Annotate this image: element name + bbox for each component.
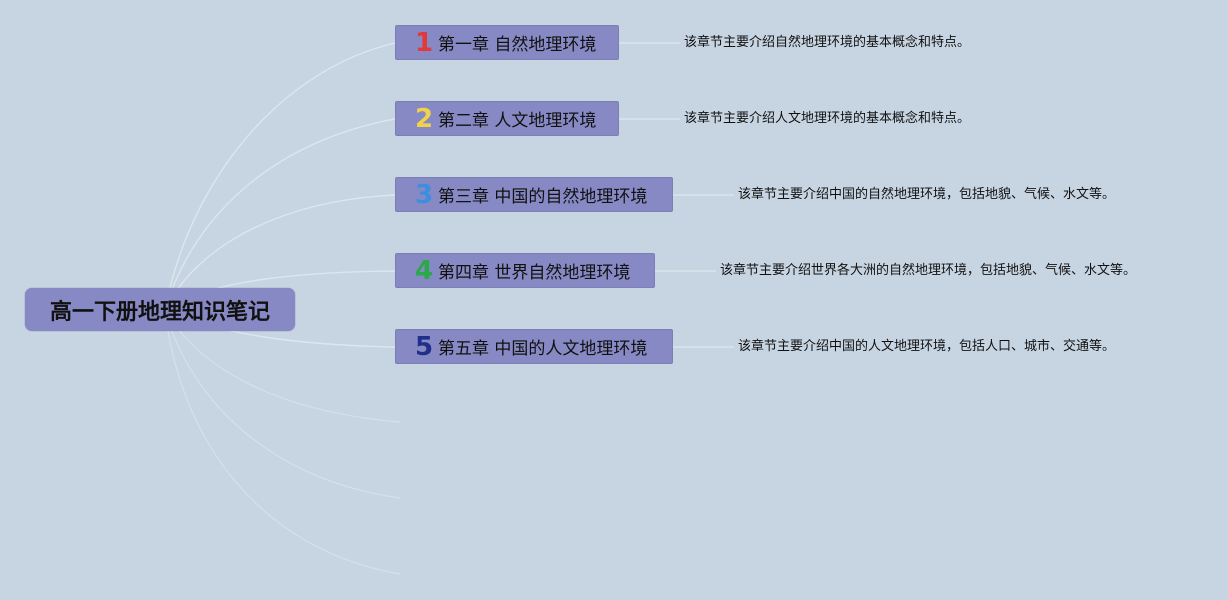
chapter-description-5[interactable]: 该章节主要介绍中国的人文地理环境，包括人口、城市、交通等。 xyxy=(738,339,1116,354)
chapter-node-4[interactable]: 4 第四章 世界自然地理环境 xyxy=(395,253,655,288)
empty-branch-connector xyxy=(164,309,401,499)
chapter-description-3[interactable]: 该章节主要介绍中国的自然地理环境，包括地貌、气候、水文等。 xyxy=(738,187,1116,202)
chapter-label-5: 第五章 中国的人文地理环境 xyxy=(438,339,648,359)
chapter-number-5: 5 xyxy=(414,331,434,362)
root-topic[interactable]: 高一下册地理知识笔记 xyxy=(25,288,295,331)
branch-connector-2 xyxy=(164,118,396,311)
chapter-description-1[interactable]: 该章节主要介绍自然地理环境的基本概念和特点。 xyxy=(684,35,971,50)
chapter-node-1[interactable]: 1 第一章 自然地理环境 xyxy=(395,25,619,60)
chapter-number-3: 3 xyxy=(414,179,434,210)
root-topic-label: 高一下册地理知识笔记 xyxy=(49,299,270,325)
empty-branch-connector xyxy=(164,309,401,575)
chapter-node-5[interactable]: 5 第五章 中国的人文地理环境 xyxy=(395,329,673,364)
chapter-number-2: 2 xyxy=(414,103,434,134)
chapter-label-3: 第三章 中国的自然地理环境 xyxy=(438,187,648,207)
chapter-description-4[interactable]: 该章节主要介绍世界各大洲的自然地理环境，包括地貌、气候、水文等。 xyxy=(720,263,1137,278)
chapter-node-3[interactable]: 3 第三章 中国的自然地理环境 xyxy=(395,177,673,212)
chapter-label-2: 第二章 人文地理环境 xyxy=(438,111,597,131)
chapter-node-2[interactable]: 2 第二章 人文地理环境 xyxy=(395,101,619,136)
branch-connector-3 xyxy=(164,194,396,311)
chapter-description-2[interactable]: 该章节主要介绍人文地理环境的基本概念和特点。 xyxy=(684,111,971,126)
chapter-label-1: 第一章 自然地理环境 xyxy=(438,35,597,55)
chapter-number-1: 1 xyxy=(414,27,434,58)
empty-branch-connector xyxy=(164,309,401,423)
chapter-number-4: 4 xyxy=(414,255,434,286)
branch-connector-1 xyxy=(164,42,396,311)
chapter-label-4: 第四章 世界自然地理环境 xyxy=(438,263,631,283)
